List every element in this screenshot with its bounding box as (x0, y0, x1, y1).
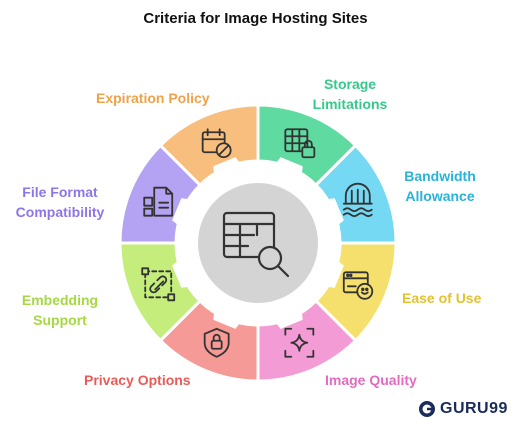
sparkle-frame-icon (284, 327, 315, 358)
label-expiration-policy: Expiration Policy (96, 90, 210, 106)
label-embedding-support: Embedding Support (21, 292, 99, 328)
gear-tooth (172, 198, 200, 232)
gear-tooth (316, 198, 344, 232)
table-search-icon (222, 211, 290, 278)
segment-calendar-ban (158, 103, 260, 188)
diagram-title: Criteria for Image Hosting Sites (143, 10, 368, 27)
gear-tooth (269, 301, 303, 329)
label-bandwidth-allowance: Bandwidth Allowance (404, 168, 476, 204)
gear-tooth (213, 301, 247, 329)
hub-circle (198, 183, 318, 303)
label-privacy-options: Privacy Options (84, 372, 191, 388)
embed-link-icon (141, 267, 176, 302)
calendar-ban-icon (201, 128, 232, 159)
gear-tooth (269, 157, 303, 185)
guru99-wordmark: GURU99 (440, 400, 508, 417)
label-file-format-compatibility: File Format Compatibility (15, 184, 105, 220)
label-ease-of-use: Ease of Use (402, 290, 482, 306)
browser-face-icon (342, 271, 374, 300)
label-storage-limitations: Storage Limitations (312, 76, 388, 112)
storage-lock-icon (284, 128, 316, 159)
label-image-quality: Image Quality (325, 372, 417, 388)
guru99-mark-icon (419, 401, 435, 417)
guru99-logo: GURU99 (418, 400, 508, 418)
gear-tooth (213, 157, 247, 185)
gear-tooth (172, 254, 200, 288)
shield-lock-icon (203, 327, 230, 358)
file-format-icon (143, 186, 174, 217)
bandwidth-bridge-icon (342, 182, 373, 218)
gear-tooth (316, 254, 344, 288)
